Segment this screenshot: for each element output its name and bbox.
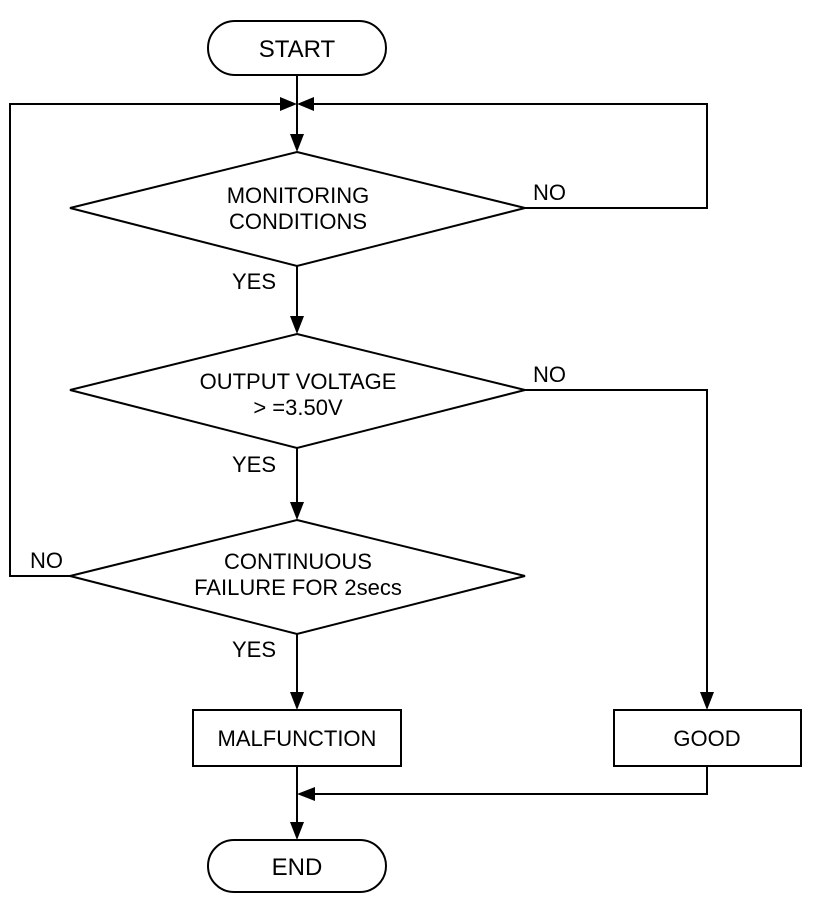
arrow-loop-left (280, 97, 297, 111)
arrow-into-malfunction (290, 692, 304, 710)
end-label: END (272, 854, 323, 881)
arrow-into-good (700, 692, 714, 710)
decision2-label-line1: OUTPUT VOLTAGE (200, 369, 397, 394)
connector-d1-no-loop (314, 103, 708, 209)
d2-yes-label: YES (232, 452, 276, 477)
good-node: GOOD (613, 709, 802, 767)
end-node: END (207, 839, 387, 893)
decision1-label-line1: MONITORING (227, 183, 370, 208)
good-label: GOOD (673, 726, 740, 751)
decision3-label-line2: FAILURE FOR 2secs (194, 575, 402, 600)
decision-output-voltage: OUTPUT VOLTAGE > =3.50V (69, 332, 526, 450)
malfunction-node: MALFUNCTION (192, 709, 402, 767)
connector-d2-no-good (525, 389, 708, 692)
arrow-loop-right (297, 97, 314, 111)
connector-good-end (315, 766, 708, 795)
start-label: START (259, 36, 336, 63)
arrow-into-d3 (290, 502, 304, 520)
decision2-label-line2: > =3.50V (253, 395, 343, 420)
malfunction-label: MALFUNCTION (218, 726, 377, 751)
d1-no-label: NO (533, 180, 566, 205)
arrow-into-d2 (290, 316, 304, 334)
d3-no-label: NO (30, 548, 63, 573)
start-node: START (207, 20, 387, 76)
end-shape (207, 839, 387, 893)
arrow-into-end (290, 822, 304, 840)
arrow-into-d1 (290, 134, 304, 152)
decision-monitoring-conditions: MONITORING CONDITIONS (69, 150, 526, 268)
d2-no-label: NO (533, 362, 566, 387)
decision3-label-line1: CONTINUOUS (224, 549, 372, 574)
d3-yes-label: YES (232, 637, 276, 662)
connector-d3-no-loop (9, 103, 280, 577)
d1-yes-label: YES (232, 269, 276, 294)
arrow-good-merge (297, 787, 315, 801)
decision-continuous-failure: CONTINUOUS FAILURE FOR 2secs (69, 518, 526, 636)
decision1-label-line2: CONDITIONS (229, 209, 367, 234)
